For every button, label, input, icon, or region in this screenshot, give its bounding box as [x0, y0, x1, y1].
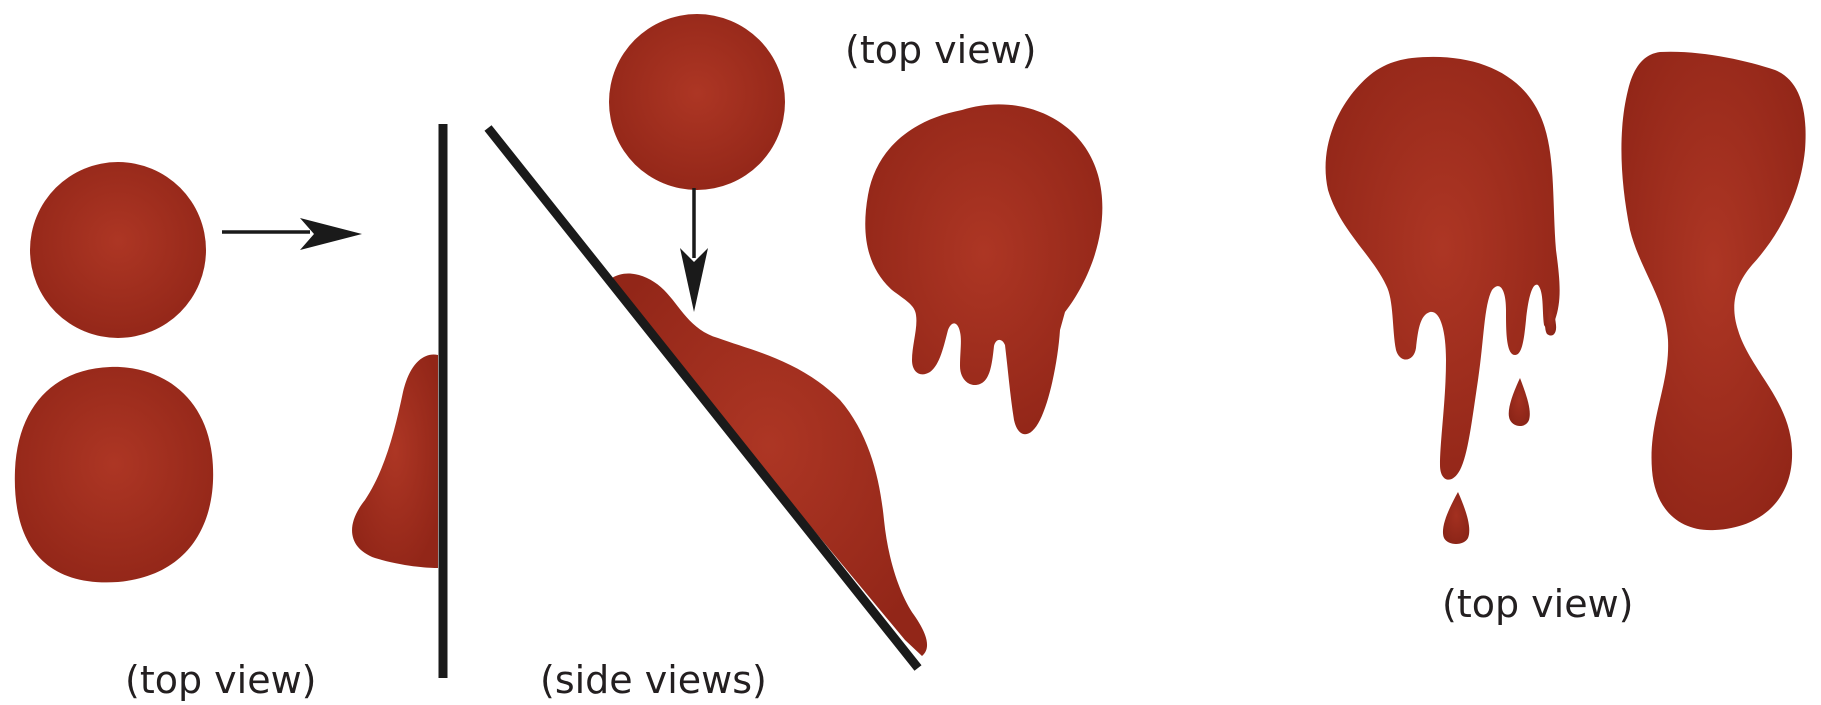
caption-top-view-left: (top view)	[125, 658, 317, 702]
angled-impact-panel	[488, 14, 1102, 668]
satellite-drop-bottom	[1443, 492, 1469, 544]
caption-side-views: (side views)	[540, 658, 767, 702]
dripping-stains-panel	[1326, 52, 1806, 544]
hourglass-stain-top-view	[1621, 52, 1805, 530]
elongated-stain-top-view	[865, 104, 1102, 434]
caption-top-view-upper: (top view)	[845, 28, 1037, 72]
angled-surface-stain-side-view	[610, 274, 927, 656]
perpendicular-impact-panel	[15, 124, 443, 678]
circular-stain-top-view	[15, 367, 213, 582]
inclined-surface	[488, 128, 918, 668]
vertical-wall-stain-side-view	[352, 354, 438, 568]
arrow-right-icon	[222, 218, 362, 250]
falling-drop-vertical	[609, 14, 785, 190]
falling-drop-horizontal	[30, 162, 206, 338]
satellite-drop-medium	[1509, 378, 1530, 426]
caption-top-view-right: (top view)	[1442, 582, 1634, 626]
arrow-down-icon	[680, 188, 708, 312]
